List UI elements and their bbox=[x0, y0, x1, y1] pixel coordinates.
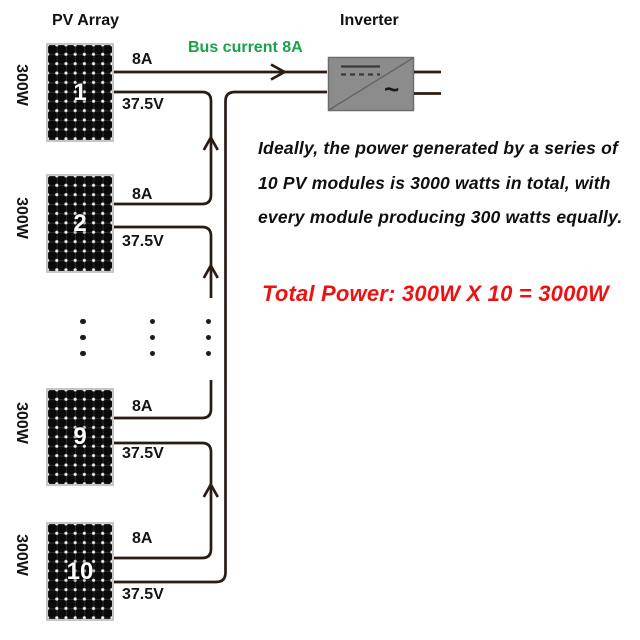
ellipsis-dot bbox=[80, 334, 86, 341]
ellipsis-dot bbox=[149, 318, 156, 325]
ellipsis-dot bbox=[205, 318, 212, 325]
current-up-arrow-icon-2 bbox=[202, 262, 219, 279]
panel-9-power-label: 300W bbox=[13, 402, 30, 444]
panel-2-power-label: 300W bbox=[13, 197, 30, 239]
connector-panel1-to-panel2 bbox=[114, 90, 213, 206]
current-up-arrow-icon-1 bbox=[202, 134, 219, 151]
annotation-line-3: every module producing 300 watts equally… bbox=[258, 207, 623, 227]
panel-10-power-label: 300W bbox=[13, 534, 30, 576]
bus-current-arrow-icon bbox=[270, 63, 288, 81]
panel-1-current-label: 8A bbox=[132, 51, 153, 68]
ellipsis-dot bbox=[149, 334, 156, 341]
panel-2-current-label: 8A bbox=[132, 186, 153, 203]
connector-panel9-up-truncated bbox=[114, 380, 213, 420]
annotation-line-1: Ideally, the power generated by a series… bbox=[258, 138, 619, 158]
pv-panel-9: 9 bbox=[46, 388, 114, 486]
pv-panel-1: 1 bbox=[46, 43, 114, 142]
panel-10-voltage-label: 37.5V bbox=[122, 586, 164, 603]
connector-panel9-to-panel10 bbox=[114, 441, 213, 560]
panel-1-voltage-label: 37.5V bbox=[122, 96, 164, 113]
panel-number: 9 bbox=[73, 423, 87, 450]
panel-9-current-label: 8A bbox=[132, 398, 153, 415]
ellipsis-dot bbox=[80, 318, 86, 325]
panel-1-power-label: 300W bbox=[13, 64, 30, 106]
ellipsis-dot bbox=[205, 334, 212, 341]
panel-9-voltage-label: 37.5V bbox=[122, 445, 164, 462]
panel-2-voltage-label: 37.5V bbox=[122, 233, 164, 250]
ac-tilde-symbol: ~ bbox=[384, 74, 400, 104]
ellipsis-dot bbox=[149, 350, 156, 357]
panel-number: 10 bbox=[66, 557, 94, 585]
ellipsis-dot bbox=[80, 350, 86, 357]
pv-panel-2: 2 bbox=[46, 174, 114, 273]
pv-panel-10: 10 bbox=[46, 522, 114, 621]
panel-number: 2 bbox=[73, 209, 87, 237]
return-bus-wire bbox=[114, 90, 327, 584]
current-up-arrow-icon-3 bbox=[202, 481, 219, 498]
inverter-title: Inverter bbox=[340, 12, 399, 29]
panel-number: 1 bbox=[73, 78, 87, 106]
ellipsis-dot bbox=[205, 350, 212, 357]
inverter-diagonal-line bbox=[328, 57, 414, 111]
annotation-line-2: 10 PV modules is 3000 watts in total, wi… bbox=[258, 173, 611, 193]
total-power-callout: Total Power: 300W X 10 = 3000W bbox=[262, 281, 609, 306]
panel-10-current-label: 8A bbox=[132, 530, 153, 547]
bus-current-label: Bus current 8A bbox=[188, 39, 303, 56]
pv-array-title: PV Array bbox=[52, 12, 119, 29]
connector-panel2-down-truncated bbox=[114, 225, 213, 298]
